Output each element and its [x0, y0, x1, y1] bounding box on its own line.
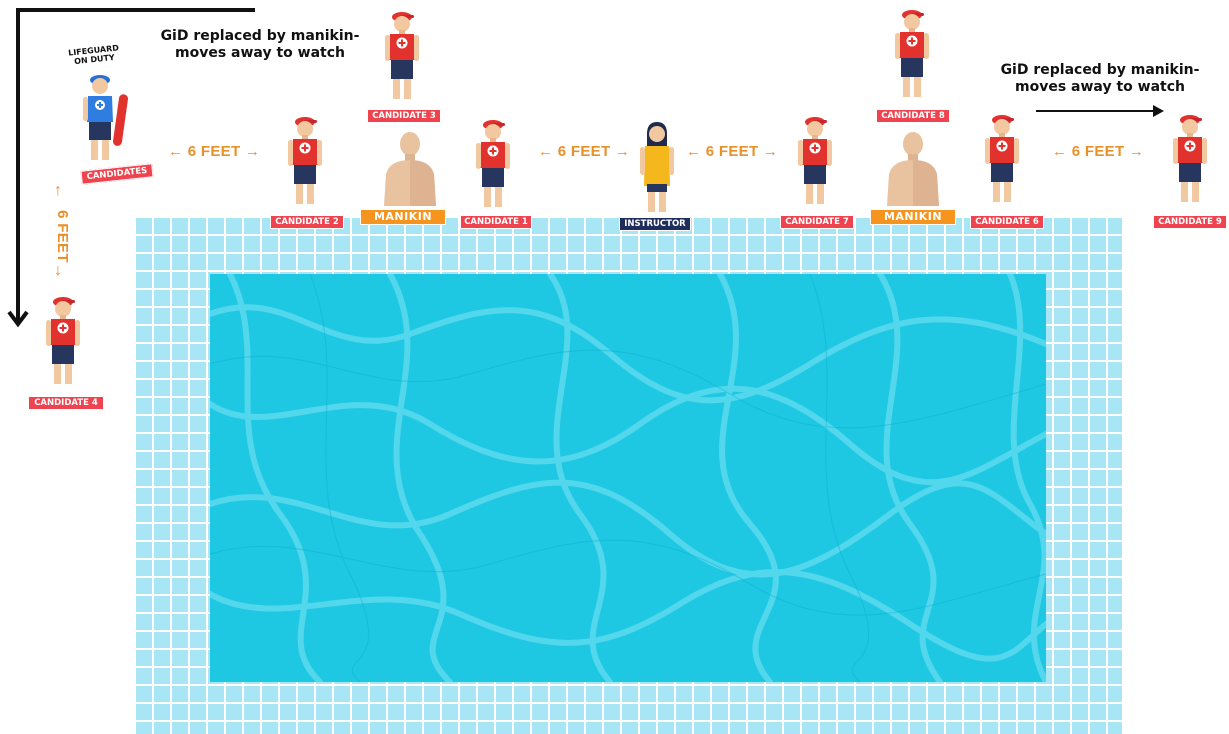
candidate-3-label: CANDIDATE 3 — [367, 109, 441, 123]
instructor-label: INSTRUCTOR — [619, 217, 691, 231]
candidate-6-figure — [982, 113, 1022, 203]
candidate-1-label: CANDIDATE 1 — [460, 215, 532, 229]
candidate-4-label: CANDIDATE 4 — [28, 396, 104, 410]
left-note-line1: GiD replaced by manikin- — [150, 28, 370, 45]
candidate-7-label: CANDIDATE 7 — [780, 215, 854, 229]
instructor-figure — [636, 120, 678, 215]
distance-label: 6 FEET — [1072, 143, 1125, 160]
distance-candidate1-instructor: ← 6 FEET → — [538, 143, 630, 160]
left-note: GiD replaced by manikin- moves away to w… — [150, 28, 370, 62]
distance-instructor-candidate7: ← 6 FEET → — [686, 143, 778, 160]
candidate-1-figure — [473, 118, 513, 208]
vertical-distance-arrow-up: ↑ — [54, 182, 62, 200]
manikin-left-label: MANIKIN — [360, 209, 446, 225]
distance-candidate6-candidate9: ← 6 FEET → — [1052, 143, 1144, 160]
manikin-right-label: MANIKIN — [870, 209, 956, 225]
candidate-9-figure — [1170, 113, 1210, 203]
candidate-2-label: CANDIDATE 2 — [270, 215, 344, 229]
right-note-line1: GiD replaced by manikin- — [990, 62, 1210, 79]
vertical-distance-arrow-down: ↓ — [54, 262, 62, 280]
right-note-line2: moves away to watch — [990, 79, 1210, 96]
candidate-7-figure — [795, 115, 835, 205]
candidate-4-figure — [43, 295, 83, 385]
vertical-distance-label: 6 FEET — [54, 210, 71, 263]
water-ripples — [210, 274, 1046, 682]
candidate-8-figure — [892, 8, 932, 98]
lifeguard-figure — [82, 72, 132, 167]
distance-lifeguard-candidate2: ← 6 FEET → — [168, 143, 260, 160]
distance-label: 6 FEET — [188, 143, 241, 160]
candidate-6-label: CANDIDATE 6 — [970, 215, 1044, 229]
candidate-2-figure — [285, 115, 325, 205]
right-note: GiD replaced by manikin- moves away to w… — [990, 62, 1210, 96]
candidate-3-figure — [382, 10, 422, 100]
distance-label: 6 FEET — [558, 143, 611, 160]
candidate-9-label: CANDIDATE 9 — [1153, 215, 1227, 229]
pool-water — [210, 274, 1046, 682]
right-watch-arrow — [1032, 100, 1167, 122]
manikin-left-figure — [380, 132, 440, 208]
distance-label: 6 FEET — [706, 143, 759, 160]
manikin-right-figure — [883, 132, 943, 208]
left-note-line2: moves away to watch — [150, 45, 370, 62]
candidate-8-label: CANDIDATE 8 — [876, 109, 950, 123]
